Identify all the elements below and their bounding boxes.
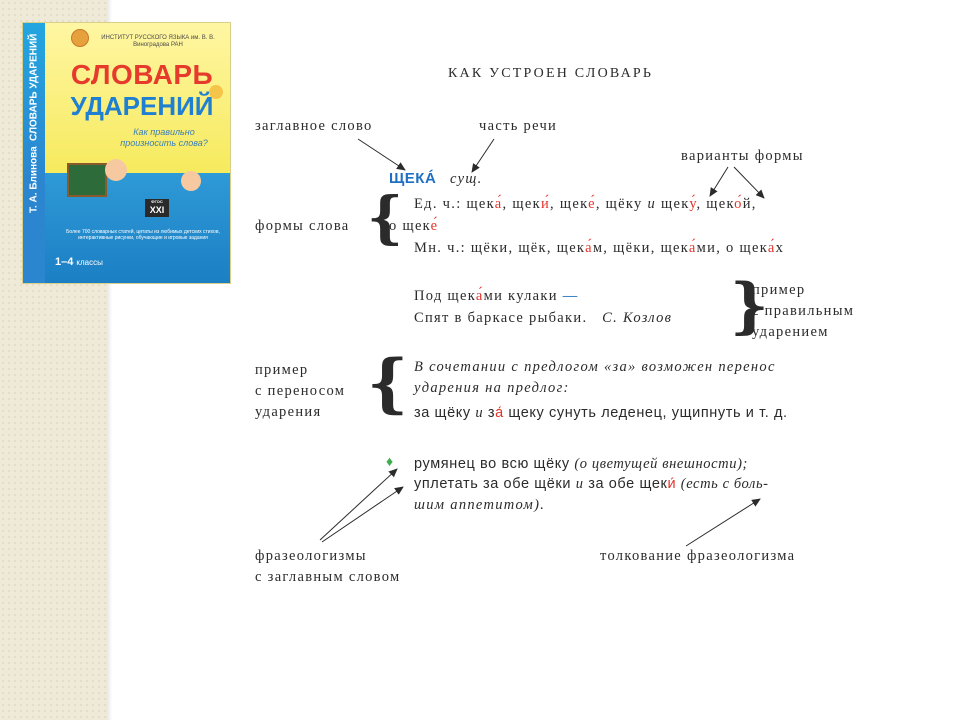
label-idiom-meaning: толкование фразеологизма	[600, 548, 796, 564]
label-idioms-1: фразеологизмы	[255, 548, 367, 564]
brace-stress-shift: {	[367, 346, 409, 421]
label-part-of-speech: часть речи	[479, 118, 558, 134]
spine-title: Т. А. Блинова СЛОВАРЬ УДАРЕНИЙ	[28, 33, 40, 213]
entry-head-word: ЩЕКÁ	[389, 170, 437, 187]
arrow-part-of-speech	[471, 138, 495, 173]
label-head-word: заглавное слово	[255, 118, 373, 134]
cover-grades: 1–4 классы	[55, 256, 103, 268]
arrow-idiom-2	[321, 486, 404, 543]
entry-part-of-speech: сущ.	[450, 171, 483, 187]
label-stress-shift-3: ударения	[255, 404, 322, 420]
quote-line-2: Спят в баркасе рыбаки. С. Козлов	[414, 310, 673, 326]
cover-top-area	[45, 23, 230, 173]
cover-publisher: ИНСТИТУТ РУССКОГО ЯЗЫКА им. В. В. Виногр…	[101, 35, 215, 48]
label-stress-shift-1: пример	[255, 362, 309, 378]
label-correct-stress-1: пример	[752, 282, 806, 298]
brace-correct-stress: }	[730, 271, 769, 341]
girl-illustration	[181, 171, 201, 191]
stress-shift-example: за щёку и за́ щеку сунуть леденец, ущипн…	[414, 405, 788, 421]
stress-shift-note-2: ударения на предлог:	[414, 380, 570, 396]
arrow-idiom-meaning	[685, 498, 761, 547]
idiom-marker-icon: ♦	[386, 455, 395, 470]
singular-forms: Ед. ч.: щека́, щеки́, щеке́, щёку и щеку…	[414, 196, 757, 212]
stress-shift-note-1: В сочетании с предлогом «за» возможен пе…	[414, 359, 776, 375]
arrow-variant-2	[733, 166, 765, 199]
cover-title-line2: УДАРЕНИЙ	[70, 91, 214, 121]
idiom-2: уплетать за обе щёки и за обе щеки́ (ест…	[414, 476, 769, 492]
idiom-1: румянец во всю щёку (о цветущей внешност…	[414, 456, 748, 472]
boy-illustration	[105, 159, 127, 181]
book-cover-image: Т. А. Блинова СЛОВАРЬ УДАРЕНИЙ ИНСТИТУТ …	[23, 23, 230, 283]
label-correct-stress-2: с правильным	[752, 303, 855, 319]
label-form-variants: варианты формы	[681, 148, 804, 164]
label-word-forms: формы слова	[255, 218, 350, 234]
arrow-head-word	[357, 138, 406, 171]
label-correct-stress-3: ударением	[752, 324, 829, 340]
diagram-heading: КАК УСТРОЕН СЛОВАРЬ	[448, 66, 654, 81]
sun-icon	[209, 85, 223, 99]
brace-word-forms: {	[367, 185, 404, 251]
quote-line-1: Под щека́ми кулаки —	[414, 288, 579, 304]
chalkboard-illustration	[67, 163, 107, 197]
idiom-2-gloss-cont: шим аппетитом).	[414, 497, 546, 513]
cover-subtitle: Как правильно произносить слова?	[120, 127, 208, 148]
label-stress-shift-2: с переносом	[255, 383, 346, 399]
cover-spine: Т. А. Блинова СЛОВАРЬ УДАРЕНИЙ	[23, 23, 45, 283]
plural-forms: Мн. ч.: щёки, щёк, щека́м, щёки, щека́ми…	[414, 240, 785, 256]
arrow-idiom-1	[319, 468, 398, 541]
singular-forms-cont: о щеке́	[389, 218, 439, 234]
cover-title-line1: СЛОВАРЬ	[70, 59, 214, 90]
publisher-logo-icon	[71, 29, 89, 47]
cover-description: Более 700 словарных статей, цитаты из лю…	[66, 229, 220, 241]
label-idioms-2: с заглавным словом	[255, 569, 401, 585]
arrow-variant-1	[709, 166, 729, 197]
